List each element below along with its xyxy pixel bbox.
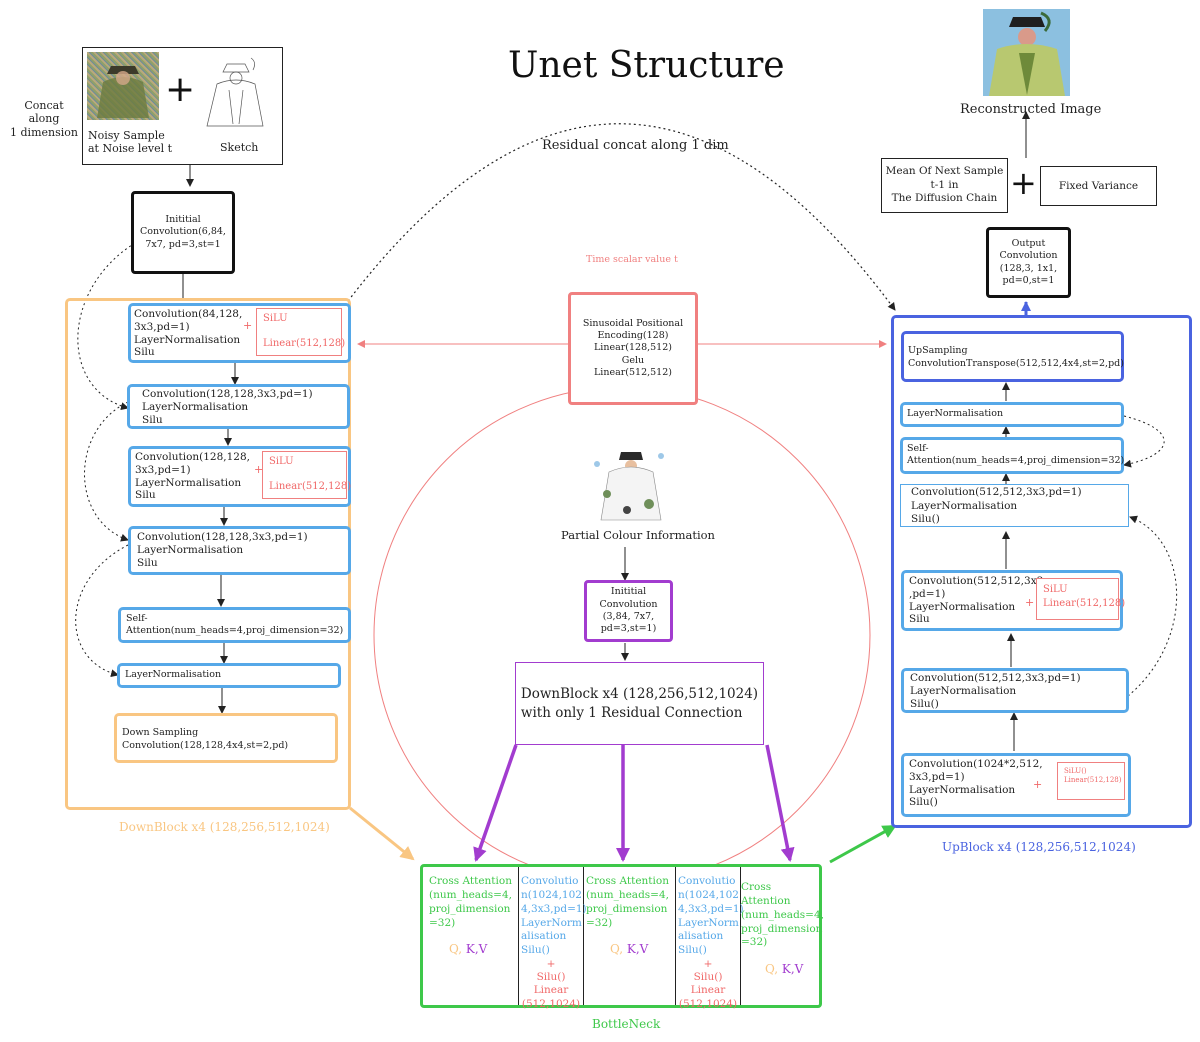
- sketch-image: [199, 54, 273, 128]
- output-conv-box: Output Convolution (128,3, 1x1, pd=0,st=…: [986, 227, 1071, 298]
- down-conv3-plus: +: [254, 463, 264, 476]
- partial-initial-conv-text: Inititial Convolution (3,84, 7x7, pd=3,s…: [599, 586, 658, 635]
- up-layernorm-box: LayerNormalisation: [900, 402, 1124, 427]
- bottleneck-conv1-text: Convolutio n(1024,102 4,3x3,pd=1) LayerN…: [521, 875, 587, 957]
- up-conv-b-side-box: SiLU Linear(512,128): [1036, 578, 1125, 620]
- bottleneck-attn1-text: Cross Attention (num_heads=4, proj_dimen…: [429, 875, 512, 929]
- down-conv4-box: Convolution(128,128,3x3,pd=1) LayerNorma…: [128, 526, 351, 575]
- down-conv3-text: Convolution(128,128, 3x3,pd=1) LayerNorm…: [135, 451, 251, 502]
- time-embedding-box: Sinusoidal Positional Encoding(128) Line…: [568, 292, 698, 405]
- bottleneck-qkv-2: Q, K,V: [610, 942, 673, 958]
- bottleneck-caption: BottleNeck: [592, 1017, 661, 1031]
- noisy-sample-image: [87, 52, 159, 120]
- bottleneck-attn3-text: Cross Attention (num_heads=4, proj_dimen…: [741, 881, 824, 949]
- upblock-container: [891, 315, 1192, 828]
- partial-downblock-text: DownBlock x4 (128,256,512,1024) with onl…: [520, 686, 759, 721]
- initial-convolution-box: Inititial Convolution(6,84, 7x7, pd=3,st…: [131, 191, 235, 274]
- output-plus: +: [1010, 164, 1037, 202]
- up-conv-c-text: Convolution(512,512,3x3,pd=1) LayerNorma…: [910, 672, 1081, 710]
- partial-colour-label: Partial Colour Information: [561, 528, 715, 542]
- down-conv2-box: Convolution(128,128,3x3,pd=1) LayerNorma…: [127, 384, 350, 429]
- up-conv-b-text: Convolution(512,512,3x3 ,pd=1) LayerNorm…: [909, 575, 1044, 626]
- down-sampling-text: Down Sampling Convolution(128,128,4x4,st…: [122, 727, 289, 751]
- output-conv-text: Output Convolution (128,3, 1x1, pd=0,st=…: [999, 237, 1058, 286]
- kv-label: K,V: [465, 942, 488, 957]
- down-conv1-text: Convolution(84,128, 3x3,pd=1) LayerNorma…: [134, 308, 243, 359]
- q-label: Q,: [765, 962, 782, 977]
- bottleneck-conv2-text: Convolutio n(1024,102 4,3x3,pd=1) LayerN…: [678, 875, 744, 957]
- up-conv-d-side-text: SiLU() Linear(512,128): [1064, 767, 1122, 784]
- bottleneck-conv2-side: + Silu() Linear (512,1024): [678, 958, 738, 1010]
- down-layernorm-text: LayerNormalisation: [125, 669, 222, 680]
- residual-arc: [344, 123, 896, 311]
- downblock-caption: DownBlock x4 (128,256,512,1024): [119, 820, 330, 834]
- up-conv-a-box: Convolution(512,512,3x3,pd=1) LayerNorma…: [900, 484, 1129, 527]
- sketch-label: Sketch: [220, 141, 259, 154]
- down-conv1-side-text: SiLU Linear(512,128): [263, 313, 346, 349]
- partial-initial-conv-box: Inititial Convolution (3,84, 7x7, pd=3,s…: [584, 580, 673, 642]
- up-conv-d-side-box: SiLU() Linear(512,128): [1057, 762, 1125, 800]
- concat-note: Concat along 1 dimension: [10, 99, 78, 139]
- bottleneck-container: Cross Attention (num_heads=4, proj_dimen…: [420, 864, 825, 1010]
- partial-colour-image: [587, 444, 671, 522]
- input-plus: +: [165, 69, 196, 110]
- up-attention-box: Self- Attention(num_heads=4,proj_dimensi…: [900, 437, 1124, 474]
- up-layernorm-text: LayerNormalisation: [907, 408, 1004, 419]
- q-label: Q,: [610, 942, 627, 957]
- down-sampling-box: Down Sampling Convolution(128,128,4x4,st…: [114, 713, 338, 763]
- down-conv3-side-text: SiLU Linear(512,128): [269, 456, 352, 492]
- upblock-caption: UpBlock x4 (128,256,512,1024): [942, 840, 1136, 854]
- down-attention-box: Self- Attention(num_heads=4,proj_dimensi…: [118, 607, 351, 643]
- reconstructed-label: Reconstructed Image: [960, 102, 1102, 117]
- bottleneck-qkv-3: Q, K,V: [765, 962, 823, 978]
- down-conv1-plus: +: [243, 319, 253, 332]
- bottleneck-conv1-side: + Silu() Linear (512,1024): [521, 958, 581, 1010]
- time-embedding-text: Sinusoidal Positional Encoding(128) Line…: [582, 317, 684, 379]
- bottleneck-conv1: Convolutio n(1024,102 4,3x3,pd=1) LayerN…: [518, 867, 587, 1010]
- variance-text: Fixed Variance: [1058, 180, 1139, 192]
- down-attention-text: Self- Attention(num_heads=4,proj_dimensi…: [126, 613, 344, 636]
- up-conv-d-text: Convolution(1024*2,512, 3x3,pd=1) LayerN…: [909, 758, 1043, 809]
- bottleneck-attn1: Cross Attention (num_heads=4, proj_dimen…: [423, 867, 518, 1005]
- reconstructed-image: [983, 9, 1070, 96]
- up-conv-d-plus: +: [1033, 778, 1043, 791]
- input-box: + Noisy Sample at Noise level t Sketch: [82, 47, 283, 165]
- down-layernorm-box: LayerNormalisation: [117, 663, 341, 688]
- down-conv2-text: Convolution(128,128,3x3,pd=1) LayerNorma…: [142, 388, 313, 426]
- up-attention-text: Self- Attention(num_heads=4,proj_dimensi…: [907, 443, 1125, 466]
- bottleneck-conv2: Convolutio n(1024,102 4,3x3,pd=1) LayerN…: [675, 867, 744, 1010]
- noisy-sample-label: Noisy Sample at Noise level t: [88, 129, 173, 156]
- up-conv-a-text: Convolution(512,512,3x3,pd=1) LayerNorma…: [911, 486, 1082, 526]
- down-conv3-side-box: SiLU Linear(512,128): [262, 451, 351, 499]
- partial-downblock-box: DownBlock x4 (128,256,512,1024) with onl…: [515, 662, 764, 745]
- bottleneck-attn2-text: Cross Attention (num_heads=4, proj_dimen…: [586, 875, 669, 929]
- initial-convolution-text: Inititial Convolution(6,84, 7x7, pd=3,st…: [140, 213, 226, 250]
- up-sampling-text: UpSampling ConvolutionTranspose(512,512,…: [908, 345, 1124, 369]
- mean-text: Mean Of Next Sample t-1 in The Diffusion…: [885, 165, 1004, 205]
- mean-box: Mean Of Next Sample t-1 in The Diffusion…: [881, 158, 1008, 213]
- up-conv-c-box: Convolution(512,512,3x3,pd=1) LayerNorma…: [901, 668, 1129, 713]
- up-sampling-box: UpSampling ConvolutionTranspose(512,512,…: [901, 331, 1124, 382]
- bottleneck-attn2: Cross Attention (num_heads=4, proj_dimen…: [584, 867, 675, 1005]
- down-conv1-side-box: SiLU Linear(512,128): [256, 308, 346, 356]
- diagram-title: Unet Structure: [508, 45, 785, 86]
- kv-label: K,V: [626, 942, 649, 957]
- up-conv-b-side-text: SiLU Linear(512,128): [1043, 584, 1126, 609]
- down-conv4-text: Convolution(128,128,3x3,pd=1) LayerNorma…: [137, 531, 308, 569]
- bottleneck-attn3: Cross Attention (num_heads=4, proj_dimen…: [741, 867, 825, 1005]
- variance-box: Fixed Variance: [1040, 166, 1157, 206]
- residual-label: Residual concat along 1 dim: [542, 138, 729, 153]
- up-conv-b-plus: +: [1025, 596, 1035, 609]
- q-label: Q,: [449, 942, 466, 957]
- time-scalar-label: Time scalar value t: [586, 254, 678, 265]
- kv-label: K,V: [781, 962, 804, 977]
- bottleneck-qkv-1: Q, K,V: [449, 942, 516, 958]
